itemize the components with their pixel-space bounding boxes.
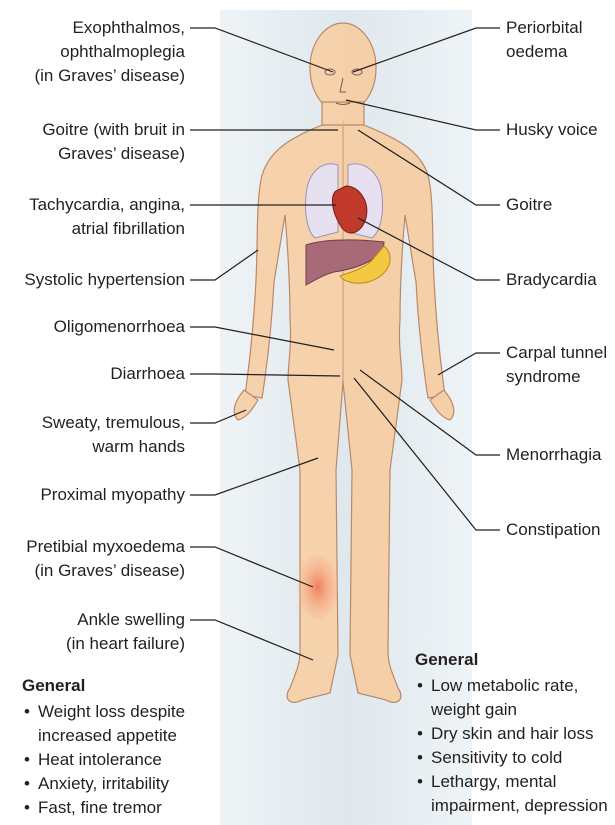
pretibial-myxoedema-patch [298,555,338,619]
label-myxoedema: Pretibial myxoedema (in Graves’ disease) [26,537,185,580]
label-goitre-bruit: Goitre (with bruit in Graves’ disease) [42,120,185,163]
leader-menorrhagia [359,369,500,456]
liver [305,239,385,286]
label-goitre: Goitre [506,195,553,214]
leader-exophthalmos [190,27,334,73]
label-sweaty-hands: Sweaty, tremulous, warm hands [41,413,185,456]
leader-goitre [357,129,500,206]
leader-ankle [190,619,314,661]
label-myopathy: Proximal myopathy [40,485,185,504]
label-periorbital: Periorbital oedema [506,18,583,61]
stomach [339,245,391,284]
label-exophthalmos: Exophthalmos, ophthalmoplegia (in Graves… [34,18,185,85]
leader-carpal [437,352,500,376]
leader-oligomenorrhoea [190,326,335,351]
leader-lines [190,27,500,661]
label-husky: Husky voice [506,120,598,139]
leader-hypertension [190,249,259,281]
face-features [324,68,363,105]
list-item: Weight loss despite increased appetite [22,700,185,748]
general-hyperthyroid: General Weight loss despite increased ap… [22,674,185,820]
general-title: General [415,650,479,669]
general-title: General [22,676,86,695]
list-item: Anxiety, irritability [22,772,185,796]
left-lung [305,163,339,239]
list-item: Dry skin and hair loss [415,722,608,746]
heart [332,185,368,234]
list-item: Low metabolic rate, weight gain [415,674,608,722]
label-tachycardia: Tachycardia, angina, atrial fibrillation [29,195,185,238]
list-item: Heat intolerance [22,748,185,772]
label-diarrhoea: Diarrhoea [110,364,185,383]
label-bradycardia: Bradycardia [506,270,597,289]
list-item: Fast, fine tremor [22,796,185,820]
leader-constipation [353,377,500,531]
general-hypothyroid: General Low metabolic rate, weight gain … [415,648,608,818]
leader-periorbital [352,27,500,73]
label-constipation: Constipation [506,520,601,539]
label-oligomenorrhoea: Oligomenorrhoea [53,317,185,336]
leader-diarrhoea [190,373,341,377]
leader-bradycardia [357,217,500,281]
label-menorrhagia: Menorrhagia [506,445,602,464]
leader-myxoedema [190,546,314,588]
list-item: Lethargy, mental impairment, depression [415,770,608,818]
list-item: Sensitivity to cold [415,746,608,770]
leader-husky [345,99,500,131]
label-carpal: Carpal tunnel syndrome [506,343,608,386]
leader-myopathy [190,457,319,496]
label-hypertension: Systolic hypertension [24,270,185,289]
label-ankle: Ankle swelling (in heart failure) [65,610,185,653]
leader-sweaty-hands [190,409,247,424]
organs [298,163,391,619]
